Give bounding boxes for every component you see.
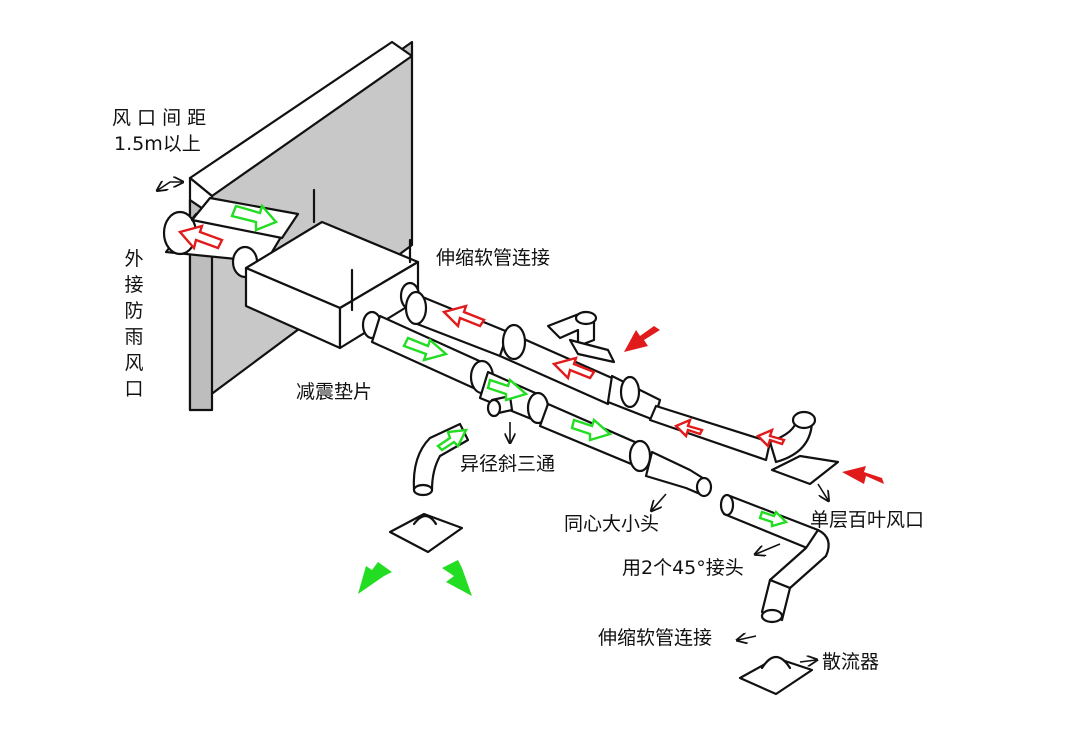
red-flow-arrow — [624, 326, 660, 352]
red-flow-arrow — [441, 304, 486, 329]
pointer-arrows — [158, 182, 828, 662]
flexible-hose-label-bottom: 伸缩软管连接 — [598, 627, 713, 649]
double-headed-arrow — [158, 182, 182, 190]
red-flow-arrows — [177, 224, 884, 484]
pointer-arrow — [652, 493, 667, 510]
red-flow-arrow — [551, 356, 596, 381]
pointer-arrow — [817, 483, 828, 500]
pointer-arrow — [756, 543, 781, 554]
lower-duct — [370, 314, 830, 624]
damping-pad-label: 减震垫片 — [296, 381, 373, 403]
ventilation-unit — [244, 188, 421, 350]
red-flow-arrow — [673, 417, 704, 439]
pointer-arrow — [799, 660, 816, 662]
green-flow-arrows — [230, 203, 789, 596]
wall-ducts — [162, 196, 300, 279]
green-flow-arrow — [402, 336, 449, 362]
two-45-elbows-label: 用2个45°接头 — [622, 557, 744, 579]
green-flow-arrow — [570, 417, 613, 442]
upper-duct — [404, 290, 840, 486]
red-flow-arrow — [842, 466, 884, 484]
green-flow-arrow — [486, 377, 529, 402]
single-louver-vent-label: 单层百叶风口 — [810, 509, 925, 531]
green-flow-arrow — [758, 509, 789, 528]
red-flow-arrow — [177, 224, 224, 251]
red-flow-arrow — [755, 427, 786, 449]
pointer-arrow — [738, 636, 757, 640]
green-flow-arrow — [442, 560, 472, 596]
bottom-diffuser — [738, 655, 814, 696]
concentric-reducer-label: 同心大小头 — [564, 513, 660, 535]
diffuser-label: 散流器 — [822, 651, 880, 673]
reducing-wye-label: 异径斜三通 — [460, 453, 556, 475]
green-flow-arrow — [436, 428, 469, 452]
vent-spacing-label-line1: 风 口 间 距 — [112, 107, 207, 129]
external-rain-vent-label: 外接防雨风口 — [124, 248, 144, 400]
flexible-hose-label-top: 伸缩软管连接 — [436, 247, 551, 269]
green-flow-arrow — [358, 562, 392, 594]
green-flow-arrow — [230, 203, 279, 232]
vent-spacing-label-line2: 1.5m以上 — [114, 133, 201, 155]
